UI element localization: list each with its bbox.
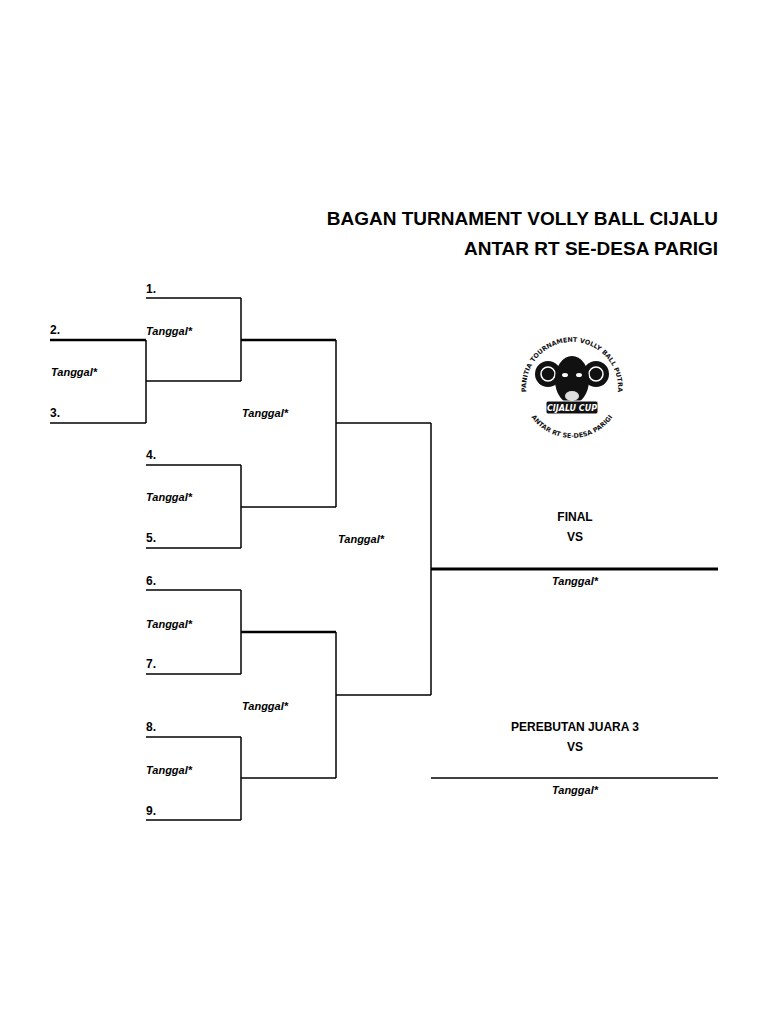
logo-ring-text: PANITIA TOURNAMENT VOLLY BALL PUTRA	[520, 336, 624, 393]
match-date: Tanggal*	[338, 532, 384, 546]
team-slot-number: 4.	[146, 448, 156, 462]
chart-title: BAGAN TURNAMENT VOLLY BALL CIJALU ANTAR …	[318, 204, 718, 264]
match-date: Tanggal*	[146, 617, 192, 631]
team-slot-number: 9.	[146, 804, 156, 818]
match-date: Tanggal*	[146, 490, 192, 504]
logo-ring-text: ANTAR RT SE-DESA PARIGI	[530, 413, 615, 440]
match-date: Tanggal*	[475, 783, 675, 797]
match-heading: VS	[475, 530, 675, 544]
match-heading: FINAL	[475, 510, 675, 524]
team-slot-number: 6.	[146, 574, 156, 588]
team-slot-number: 5.	[146, 531, 156, 545]
team-slot-number: 1.	[146, 282, 156, 296]
logo-ring-text: ANTAR RT SE-DESA PARIGI	[530, 413, 615, 440]
match-date: Tanggal*	[146, 324, 192, 338]
match-date: Tanggal*	[51, 365, 97, 379]
match-date: Tanggal*	[242, 699, 288, 713]
team-slot-number: 7.	[146, 657, 156, 671]
bracket	[50, 298, 718, 820]
match-date: Tanggal*	[242, 406, 288, 420]
match-heading: VS	[475, 740, 675, 754]
logo-banner-text: CIJALU CUP	[547, 404, 597, 413]
logo-ram	[535, 356, 609, 414]
match-heading: PEREBUTAN JUARA 3	[475, 720, 675, 734]
match-date: Tanggal*	[475, 574, 675, 588]
logo-text: PANITIA TOURNAMENT VOLLY BALL PUTRA CIJAL…	[520, 336, 624, 440]
logo-ring-text: PANITIA TOURNAMENT VOLLY BALL PUTRA	[520, 336, 624, 393]
team-slot-number: 8.	[146, 720, 156, 734]
team-slot-number: 3.	[50, 406, 60, 420]
match-date: Tanggal*	[146, 763, 192, 777]
team-slot-number: 2.	[50, 323, 60, 337]
